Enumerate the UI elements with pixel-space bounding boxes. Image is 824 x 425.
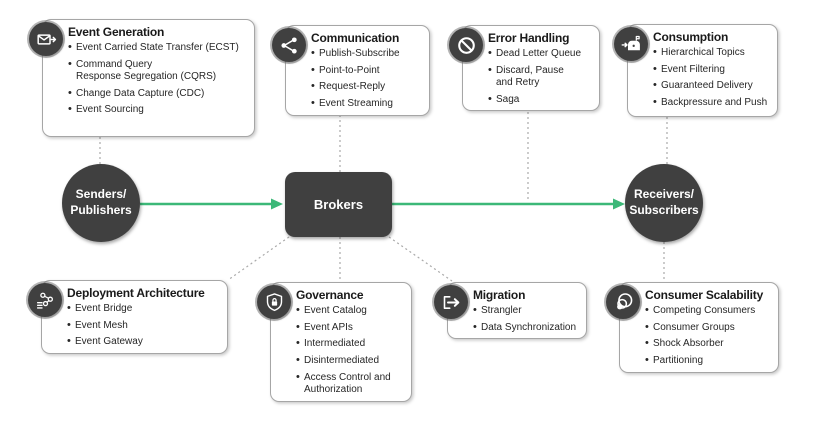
export-arrow-icon: [434, 285, 468, 319]
list-item: Data Synchronization: [473, 321, 583, 335]
list-item: Command Query Response Segregation (CQRS…: [68, 58, 251, 83]
senders-publishers-label: Senders/ Publishers: [70, 187, 132, 217]
list-item: Dead Letter Queue: [488, 47, 596, 61]
card-list: Event Catalog Event APIs Intermediated D…: [296, 304, 408, 396]
list-item: Strangler: [473, 304, 583, 318]
list-item: Event Bridge: [67, 302, 224, 316]
list-item: Change Data Capture (CDC): [68, 87, 251, 101]
card-list: Event Bridge Event Mesh Event Gateway: [67, 302, 224, 349]
card-title: Consumption: [653, 30, 729, 44]
card-list: Event Carried State Transfer (ECST) Comm…: [68, 41, 251, 117]
list-item: Guaranteed Delivery: [653, 79, 774, 93]
card-title: Governance: [296, 288, 364, 302]
concentric-circles-icon: [606, 285, 640, 319]
list-item: Intermediated: [296, 337, 408, 351]
list-item: Event Gateway: [67, 335, 224, 349]
list-item: Point-to-Point: [311, 64, 426, 78]
card-title: Migration: [473, 288, 526, 302]
list-item: Event Catalog: [296, 304, 408, 318]
list-item: Event Carried State Transfer (ECST): [68, 41, 251, 55]
list-item: Publish-Subscribe: [311, 47, 426, 61]
list-item: Event APIs: [296, 321, 408, 335]
list-item: Event Filtering: [653, 63, 774, 77]
card-title: Deployment Architecture: [67, 286, 205, 300]
card-list: Competing Consumers Consumer Groups Shoc…: [645, 304, 775, 368]
receivers-subscribers-node: Receivers/ Subscribers: [625, 164, 703, 242]
card-title: Communication: [311, 31, 400, 45]
card-title: Consumer Scalability: [645, 288, 764, 302]
receivers-subscribers-label: Receivers/ Subscribers: [629, 187, 699, 217]
list-item: Consumer Groups: [645, 321, 775, 335]
network-nodes-icon: [28, 283, 62, 317]
list-item: Hierarchical Topics: [653, 46, 774, 60]
card-consumer-scalability: Consumer Scalability Competing Consumers…: [606, 282, 779, 373]
card-list: Hierarchical Topics Event Filtering Guar…: [653, 46, 774, 110]
share-icon: [272, 28, 306, 62]
list-item: Disintermediated: [296, 354, 408, 368]
senders-publishers-node: Senders/ Publishers: [62, 164, 140, 242]
list-item: Event Sourcing: [68, 103, 251, 117]
connector-brokers-migration: [388, 236, 453, 282]
card-consumption: Consumption Hierarchical Topics Event Fi…: [614, 24, 778, 117]
card-deployment-architecture: Deployment Architecture Event Bridge Eve…: [28, 280, 228, 355]
envelope-arrow-icon: [29, 22, 63, 56]
brokers-node: Brokers: [285, 172, 392, 237]
card-list: Strangler Data Synchronization: [473, 304, 583, 335]
list-item: Access Control and Authorization: [296, 371, 408, 396]
list-item: Competing Consumers: [645, 304, 775, 318]
list-item: Backpressure and Push: [653, 96, 774, 110]
connector-brokers-deployment: [227, 236, 290, 281]
card-list: Publish-Subscribe Point-to-Point Request…: [311, 47, 426, 111]
mailbox-icon: [614, 27, 648, 61]
card-communication: Communication Publish-Subscribe Point-to…: [272, 25, 430, 116]
card-migration: Migration Strangler Data Synchronization: [434, 282, 587, 340]
list-item: Shock Absorber: [645, 337, 775, 351]
card-error-handling: Error Handling Dead Letter Queue Discard…: [449, 25, 600, 112]
shield-lock-icon: [257, 285, 291, 319]
list-item: Request-Reply: [311, 80, 426, 94]
card-title: Event Generation: [68, 25, 165, 39]
list-item: Partitioning: [645, 354, 775, 368]
list-item: Event Mesh: [67, 319, 224, 333]
card-list: Dead Letter Queue Discard, Pause and Ret…: [488, 47, 596, 107]
prohibition-icon: [449, 28, 483, 62]
card-event-generation: Event Generation Event Carried State Tra…: [29, 19, 255, 137]
card-governance: Governance Event Catalog Event APIs Inte…: [257, 282, 412, 402]
list-item: Saga: [488, 93, 596, 107]
card-title: Error Handling: [488, 31, 570, 45]
brokers-label: Brokers: [313, 197, 364, 212]
list-item: Discard, Pause and Retry: [488, 64, 596, 89]
list-item: Event Streaming: [311, 97, 426, 111]
